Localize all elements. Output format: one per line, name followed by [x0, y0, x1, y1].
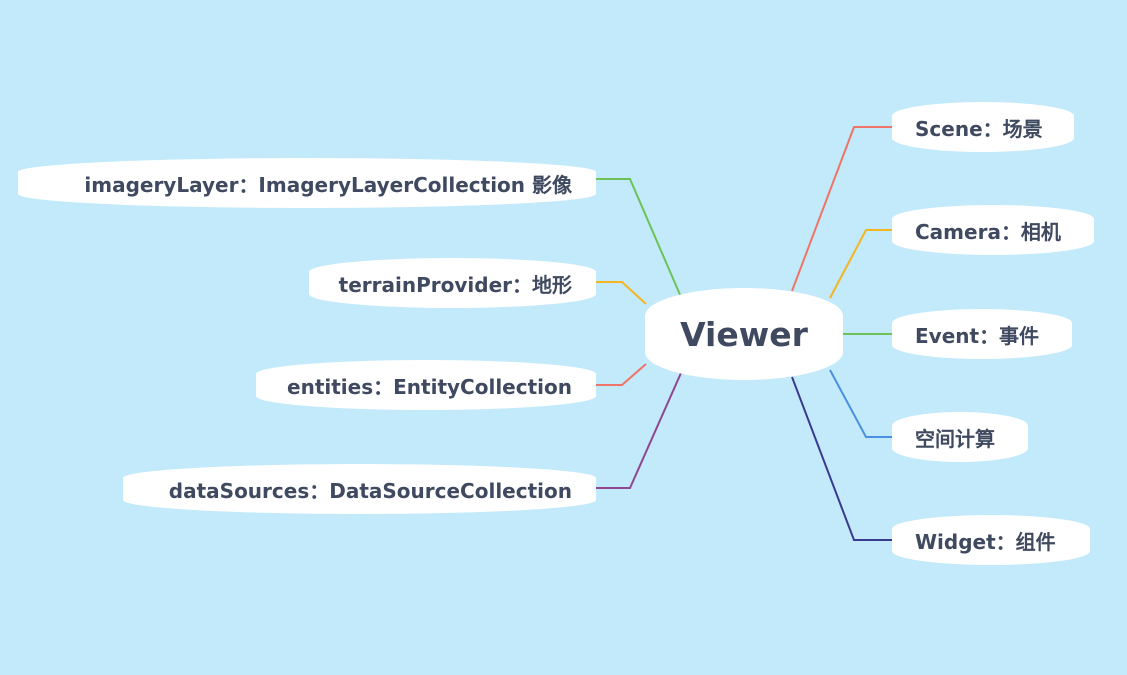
- node-camera[interactable]: Camera：相机: [892, 205, 1094, 255]
- root-node-label: Viewer: [680, 314, 808, 354]
- node-data-sources[interactable]: dataSources：DataSourceCollection: [123, 464, 596, 514]
- node-event[interactable]: Event：事件: [892, 309, 1072, 359]
- connector-line-camera: [829, 229, 892, 299]
- node-label: Widget：组件: [915, 529, 1056, 554]
- node-spatial-computation[interactable]: 空间计算: [892, 412, 1028, 462]
- node-scene[interactable]: Scene：场景: [892, 102, 1074, 152]
- node-label: entities：EntityCollection: [287, 374, 572, 399]
- node-label: dataSources：DataSourceCollection: [168, 478, 572, 503]
- node-widget[interactable]: Widget：组件: [892, 515, 1090, 565]
- node-label: terrainProvider：地形: [338, 272, 572, 297]
- root-node-viewer[interactable]: Viewer: [645, 288, 843, 380]
- node-label: Camera：相机: [915, 219, 1061, 244]
- node-imagery-layer[interactable]: imageryLayer：ImageryLayerCollection 影像: [18, 158, 596, 208]
- connector-line-spatial-computation: [829, 369, 892, 438]
- connector-line-scene: [791, 126, 892, 292]
- node-terrain-provider[interactable]: terrainProvider：地形: [309, 258, 596, 308]
- connector-line-terrain-provider: [596, 281, 647, 305]
- connector-line-widget: [791, 376, 892, 541]
- connector-line-entities: [596, 363, 647, 386]
- node-entities[interactable]: entities：EntityCollection: [256, 360, 596, 410]
- node-label: imageryLayer：ImageryLayerCollection 影像: [84, 172, 572, 197]
- node-label: Scene：场景: [915, 116, 1043, 141]
- connector-line-data-sources: [596, 372, 682, 489]
- node-label: Event：事件: [915, 323, 1040, 348]
- connector-line-imagery-layer: [596, 178, 682, 298]
- node-label: 空间计算: [915, 426, 995, 451]
